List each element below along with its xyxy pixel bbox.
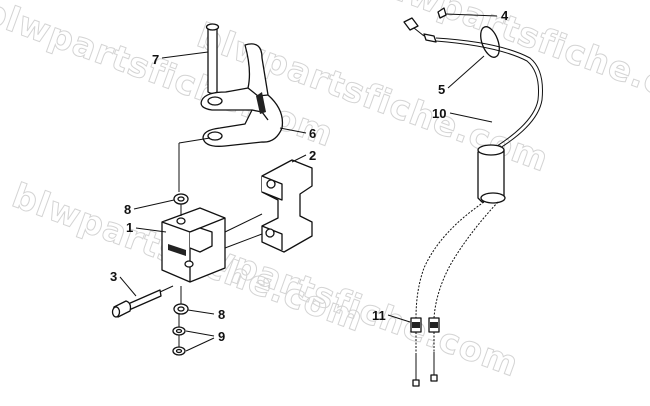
part-8-washer-upper [173,193,189,216]
callout-1: 1 [126,220,133,235]
callout-11: 11 [372,308,386,323]
callout-6: 6 [309,126,316,141]
callout-5: 5 [438,82,445,97]
callout-8-lower: 8 [218,307,225,322]
callout-3: 3 [110,269,117,284]
part-6-bracket [178,43,284,192]
cable-assembly [403,7,543,387]
part-9-nuts [172,314,186,356]
callout-2: 2 [309,148,316,163]
callout-8-upper: 8 [124,202,131,217]
part-7-pin [205,23,220,95]
watermark: blwpartsfiche.com blwpartsfiche.com blwp… [0,0,650,386]
callout-9: 9 [218,329,225,344]
part-4-clip [437,7,447,19]
callout-7: 7 [152,52,159,67]
callout-10: 10 [432,106,446,121]
part-1-mount-block [161,207,263,283]
callout-4: 4 [501,8,509,23]
callouts: 7 6 2 8 1 3 8 9 4 5 10 11 [110,8,509,352]
part-2-clamp [261,159,313,253]
part-8-washer-lower [173,286,189,315]
part-3-bolt [111,285,174,318]
